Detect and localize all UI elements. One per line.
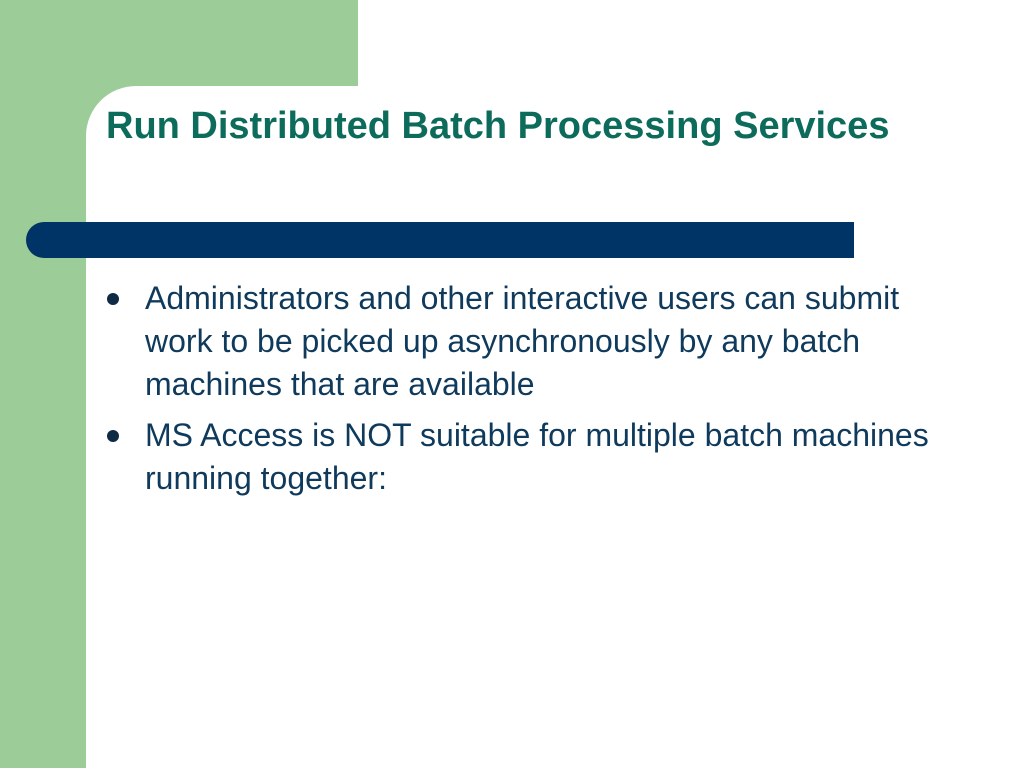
list-item: MS Access is NOT suitable for multiple b…: [100, 414, 960, 500]
bullet-text: Administrators and other interactive use…: [145, 280, 900, 402]
bullet-dot-icon: [107, 430, 119, 442]
bullet-list: Administrators and other interactive use…: [100, 277, 960, 508]
title-divider-bar: [26, 222, 854, 258]
bullet-dot-icon: [107, 293, 119, 305]
list-item: Administrators and other interactive use…: [100, 277, 960, 406]
bullet-text: MS Access is NOT suitable for multiple b…: [145, 417, 929, 496]
content-panel: [86, 86, 1024, 768]
slide-title: Run Distributed Batch Processing Service…: [106, 105, 890, 147]
